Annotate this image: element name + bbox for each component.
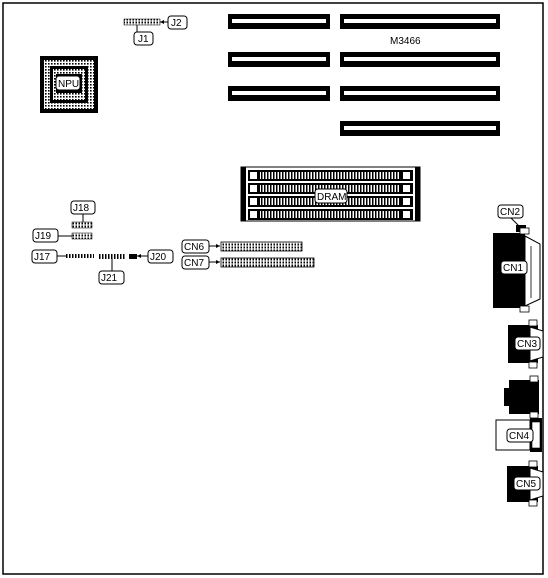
rear-panel-connectors: CN2 CN1 CN3 CN4 CN5	[493, 204, 544, 507]
jumper-j18-j19: J18 J19	[32, 200, 96, 243]
cn6-header	[220, 241, 303, 252]
j20-label: J20	[150, 252, 167, 263]
cn1-label: CN1	[503, 263, 523, 274]
dram-label: DRAM	[317, 192, 346, 203]
cn7-header	[220, 257, 315, 268]
cn2-label: CN2	[500, 207, 520, 218]
j1-label: J1	[138, 34, 149, 45]
npu-socket: NPU	[40, 56, 98, 113]
cn3-label: CN3	[517, 339, 537, 350]
cn7-label: CN7	[184, 258, 204, 269]
jumper-j1-j2: J1 J2	[123, 15, 188, 46]
j19-label: J19	[35, 231, 52, 242]
serial-db9-connector	[509, 380, 539, 414]
expansion-slots-right	[340, 14, 500, 136]
j17-label: J17	[34, 252, 51, 263]
jumper-j17-j20-j21: J17 J20 J21	[31, 249, 174, 285]
headers-cn6-cn7: CN6 CN7	[181, 239, 315, 270]
expansion-slots-left	[228, 14, 330, 101]
j18-label: J18	[73, 203, 90, 214]
dram-sockets: DRAM	[240, 166, 421, 222]
npu-label: NPU	[58, 79, 79, 90]
board-model-label: M3466	[390, 36, 421, 47]
cn4-label: CN4	[509, 431, 529, 442]
cn5-label: CN5	[516, 479, 536, 490]
j21-label: J21	[101, 273, 118, 284]
cn6-label: CN6	[184, 242, 204, 253]
j2-label: J2	[171, 18, 182, 29]
